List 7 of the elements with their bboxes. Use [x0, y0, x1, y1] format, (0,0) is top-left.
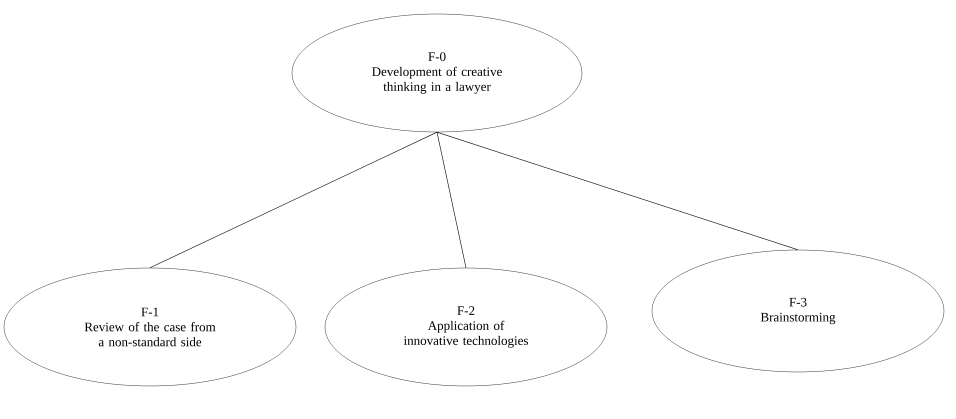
- ellipse-node: F-3 Brainstorming: [652, 250, 944, 372]
- ellipse-node: F-1 Review of the case from a non-standard side: [4, 268, 296, 386]
- connector-line: [150, 132, 438, 268]
- connector-line: [436, 132, 466, 268]
- ellipse-node: F-0 Development of creative thinking in a lawyer: [292, 14, 582, 132]
- connector-line: [436, 132, 798, 250]
- ellipse-node: F-2 Application of innovative technologies: [324, 268, 608, 386]
